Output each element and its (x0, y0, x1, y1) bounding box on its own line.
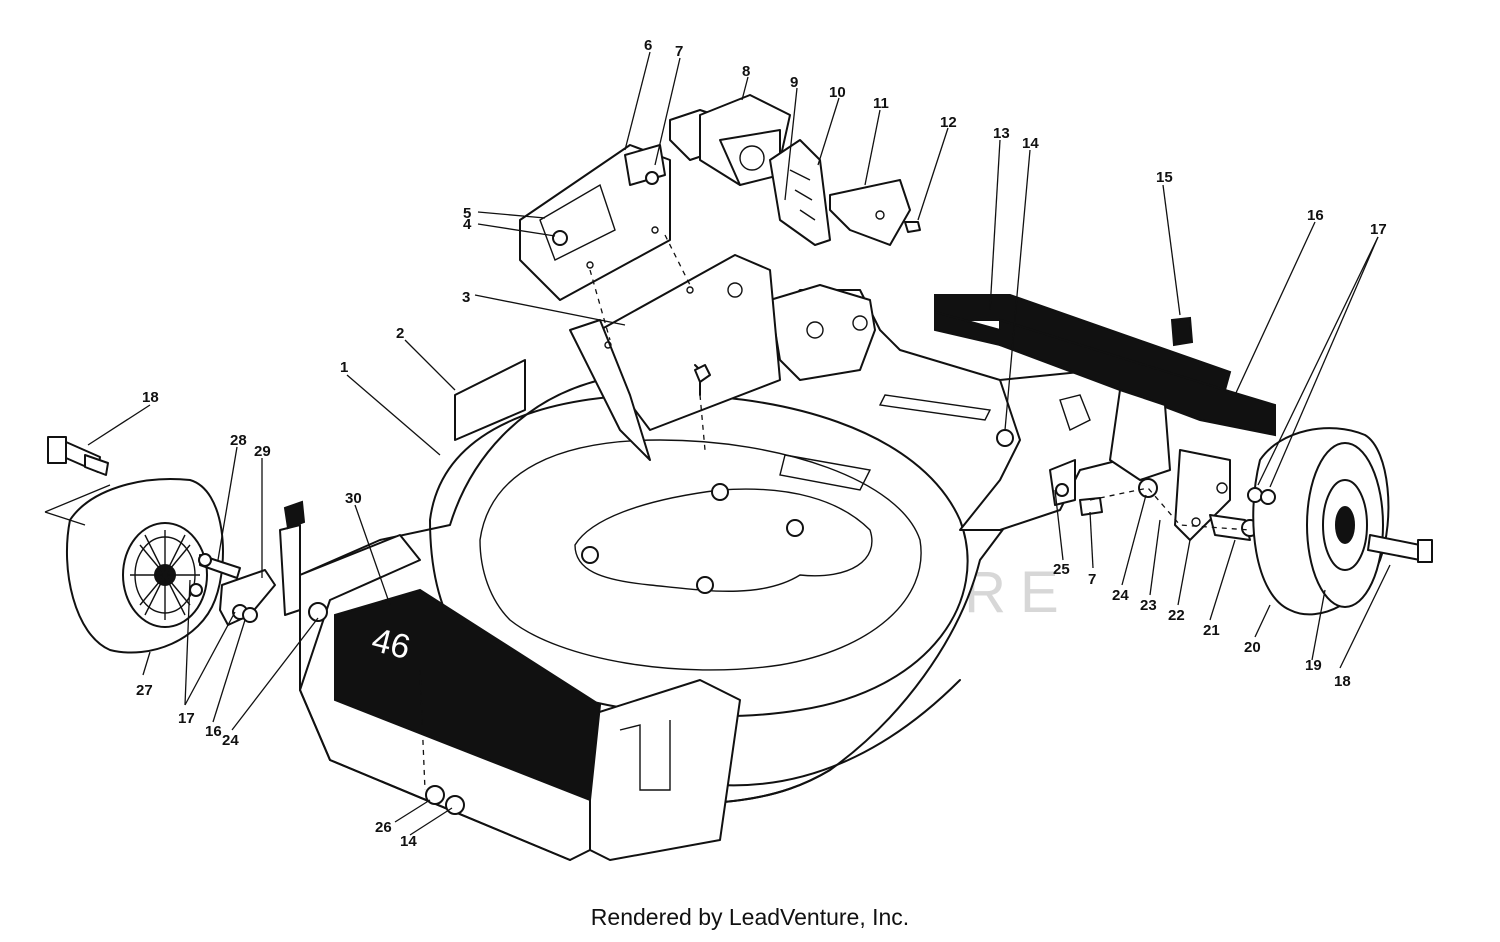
callout-7-right: 7 (1088, 571, 1096, 588)
part-24-left-washer (308, 602, 328, 622)
callout-25: 25 (1053, 561, 1070, 578)
callout-2: 2 (396, 325, 404, 342)
washer-17a (1247, 487, 1263, 503)
callout-14-bottom: 14 (400, 833, 417, 850)
callout-labels: 1 2 3 4 5 6 7 8 9 10 11 12 13 14 15 16 1… (136, 37, 1387, 850)
exploded-parts-diagram: LEADVENTURE 46 (44, 37, 1433, 861)
part-11-bracket (829, 179, 911, 246)
callout-15: 15 (1156, 169, 1173, 186)
callout-18: 18 (142, 389, 159, 406)
callout-24-left: 24 (222, 732, 239, 749)
assembly-line-bracket (589, 269, 611, 341)
assembly-line-plate (664, 234, 691, 286)
callout-16-left: 16 (205, 723, 222, 740)
callout-30: 30 (345, 490, 362, 507)
callout-24-right: 24 (1112, 587, 1129, 604)
callout-9: 9 (790, 74, 798, 91)
callout-21: 21 (1203, 622, 1220, 639)
callout-1: 1 (340, 359, 348, 376)
part-5-adjuster-plate (519, 144, 671, 301)
callout-14: 14 (1022, 135, 1039, 152)
callout-5: 5 (463, 205, 471, 222)
part-12-nut (904, 221, 921, 233)
callout-3: 3 (462, 289, 470, 306)
callout-11: 11 (873, 95, 889, 112)
callout-7: 7 (675, 43, 683, 60)
part-15-clip (1170, 316, 1194, 347)
part-14-bottom-nut (445, 795, 465, 815)
part-18-left-axle-bolt (47, 436, 109, 476)
callout-8: 8 (742, 63, 750, 80)
callout-28: 28 (230, 432, 247, 449)
part-3-handle-bracket (569, 254, 781, 461)
callout-13: 13 (993, 125, 1010, 142)
callout-20: 20 (1244, 639, 1261, 656)
washer-17b (1260, 489, 1276, 505)
callout-27: 27 (136, 682, 153, 699)
assembly-line-right (1089, 487, 1251, 531)
callout-23: 23 (1140, 597, 1157, 614)
part-14-nut (996, 429, 1014, 447)
callout-22: 22 (1168, 607, 1185, 624)
callout-19: 19 (1305, 657, 1322, 674)
footer-credit: Rendered by LeadVenture, Inc. (590, 904, 910, 930)
part-8-handle-latch (669, 94, 831, 246)
callout-16: 16 (1307, 207, 1324, 224)
assembly-line-left-wheel (44, 484, 111, 526)
callout-17-left: 17 (178, 710, 195, 727)
leader-lines (87, 51, 1391, 836)
callout-12: 12 (940, 114, 957, 131)
callout-4: 4 (463, 216, 472, 233)
assembly-line-bottom (419, 669, 426, 791)
callout-26: 26 (375, 819, 392, 836)
deck-decal-30: 46 (334, 588, 602, 802)
part-2-baffle (454, 359, 526, 441)
right-rear-wheel (1252, 427, 1433, 616)
part-26-washer (425, 785, 445, 805)
left-front-wheel (66, 478, 224, 654)
callout-10: 10 (829, 84, 846, 101)
part-13-16-rear-bar (934, 294, 1276, 437)
callout-29: 29 (254, 443, 271, 460)
callout-17: 17 (1370, 221, 1387, 238)
decal-text: 46 (368, 621, 414, 667)
callout-6: 6 (644, 37, 652, 54)
callout-18-right: 18 (1334, 673, 1351, 690)
left-height-adjuster (189, 500, 306, 626)
part-11-hole (875, 210, 885, 220)
right-height-adjuster (1049, 389, 1259, 541)
